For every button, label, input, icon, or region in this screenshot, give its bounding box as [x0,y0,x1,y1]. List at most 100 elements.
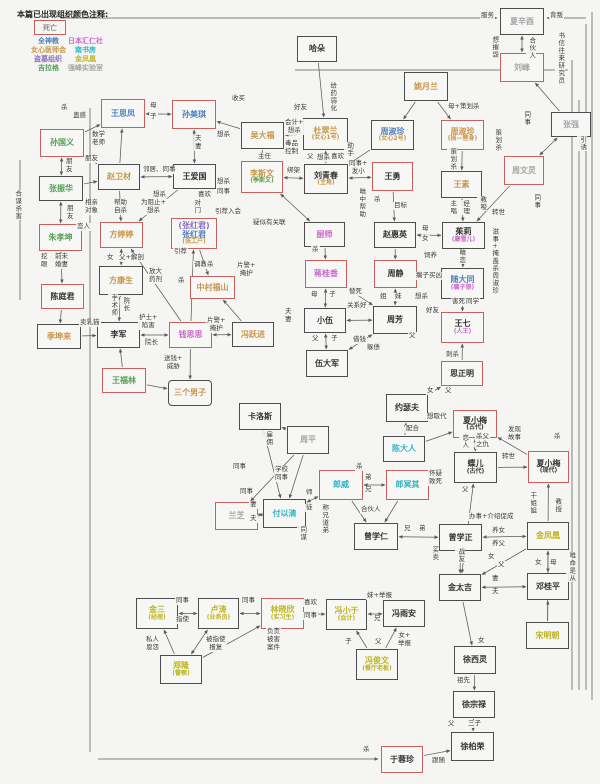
node-label: 郎冥其 [395,480,420,490]
node-sublabel: (人王) [453,327,472,335]
relationship-label-0: 服务 [480,11,495,20]
relationship-label-80: 放大 药剂 [148,267,163,284]
node-label: 陈大人 [392,444,416,454]
relationship-label-9: 母 [149,101,158,110]
node-label: 卡洛斯 [248,411,272,421]
node-xuxiling: 徐西灵 [454,646,496,674]
relationship-label-124: 教授 [552,498,562,513]
node-label: 孙国义 [50,138,74,148]
node-sublabel: (瘸子狼) [450,283,475,291]
node-label: 夏小梅 [536,458,561,468]
node-sublabel: (古代) [466,467,485,475]
relationship-label-27: 想杀 [216,177,231,186]
relationship-label-128: 买卖 [429,546,439,561]
node-sublabel: (张工户) [182,238,206,246]
relationship-label-20: 前未 婚妻 [54,252,69,269]
relationship-label-62: 母 [421,224,430,233]
node-label: 厨师 [316,229,333,239]
node-sublabel: (现代) [539,467,558,475]
legend-org-7: 强峰实验室 [68,64,103,72]
node-label: 约瑟夫 [395,403,419,413]
relationship-label-97: 父 [444,386,453,395]
node-lisiwen: 李斯文(季斯文) [241,161,283,193]
legend-org-3: 南书房 [75,46,96,54]
node-langmingqi: 郎冥其 [386,470,429,500]
node-label: 宋明朝 [535,630,560,640]
node-liuqingchun: 刘青春(主角) [304,164,348,194]
node-label: 钱思思 [178,330,203,340]
relationship-label-10: 子 [149,112,158,121]
relationship-label-24: 邻居、同事 [142,165,177,174]
relationship-label-63: 女 [421,234,430,243]
relationship-label-34: 助手 [344,142,354,157]
relationship-label-86: 护士+ 陷害 [138,313,159,330]
relationship-label-55: 姐 [379,292,388,301]
relationship-label-46: 教唆 [477,196,487,211]
relationship-label-141: 跟随 [431,756,446,765]
relationship-label-48: 主唱 [447,200,457,215]
relationship-label-96: 女 [426,386,435,395]
relationship-label-144: 同事 [303,611,318,620]
relationship-label-76: 引荐 [173,247,188,256]
relationship-label-65: 暗恋 [456,249,466,264]
relationship-label-114: 弟 [418,524,427,533]
relationship-label-75: 引荐入会 [214,207,242,216]
relationship-label-131: 父 [497,560,506,569]
node-sublabel: (女心2号) [378,135,407,143]
node-wangyong: 王勇 [372,162,413,191]
edge-langmingqi-zengxueren [384,500,399,523]
relationship-label-112: 兄 [364,485,373,494]
relationship-label-25: 想杀 [152,190,167,199]
node-label: 于蓉珍 [390,754,414,764]
edge-lisiwen-liuqingchun [283,175,304,180]
relationship-label-36: 暗中帮助 [356,188,366,218]
node-wangsifeng: 王思凤 [101,99,145,128]
node-fengxiaoyu: 冯小于(会计) [326,599,367,630]
relationship-label-79: 片警+ 掩护 [236,261,257,278]
relationship-label-64: 饲养 [423,251,438,260]
node-label: 吴大福 [250,130,275,140]
node-zengxueren: 曾学仁 [354,523,398,550]
node-label: 张振华 [49,183,73,193]
node-zhuxiaokun: 朱孝坤 [39,224,82,251]
node-label: (张红君) [178,220,210,230]
node-label: 季坤来 [47,331,71,341]
node-wangqi: 王七(人王) [441,312,484,343]
node-fuyiqing: 付以清 [263,499,306,528]
relationship-label-130: 女 [487,552,496,561]
edge-zengxuezheng-jinfenghuang [482,534,527,539]
node-label: 周淑珍 [380,126,405,136]
relationship-label-68: 同学 [465,297,480,306]
node-jinsan: 金三(经理) [136,598,178,629]
node-zhongcunfushan: 中村福山 [190,276,235,299]
relationship-label-136: 唯命是从 [566,552,576,582]
relationship-label-45: 引诱 [577,136,587,151]
relationship-label-150: 同事 [175,596,190,605]
edge-zhangqiang-zhouwenling [539,137,558,156]
node-sunguoyi: 孙国义 [40,129,84,157]
node-jiangguixiang: 蒋桂香 [305,260,347,288]
legend-org-6: 吉拉格 [38,64,59,72]
relationship-label-54: 替死 [348,287,363,296]
node-label-2: 张红君 [182,230,206,240]
relationship-label-17: 合谋杀害 [12,190,22,220]
node-label: 中村福山 [196,282,229,292]
node-label: 茱莉 [455,227,472,237]
node-label: 王思凤 [111,108,135,118]
relationship-label-83: 父+解剖 [118,253,145,262]
relationship-label-72: 为阻止+ 想杀 [140,198,167,215]
legend-title: 本篇已出现组织颜色注释: [17,10,109,19]
edge-wangfulin-sangenanzi [146,384,168,390]
node-label: 徐柏荣 [460,741,485,751]
node-label: 郑隆 [173,661,189,671]
relationship-label-140: 三子 [467,719,482,728]
relationship-label-30: 毒品 控制 [284,139,299,156]
node-label: 周芳 [387,315,403,325]
node-label: 曾学仁 [364,531,388,541]
relationship-label-67: 害死 [451,297,466,306]
relationship-label-120: 怀疑 致死 [428,469,443,486]
relationship-label-121: 父 [461,485,470,494]
node-label: 刘峰 [514,62,530,72]
relationship-label-103: 妻 [249,500,258,509]
